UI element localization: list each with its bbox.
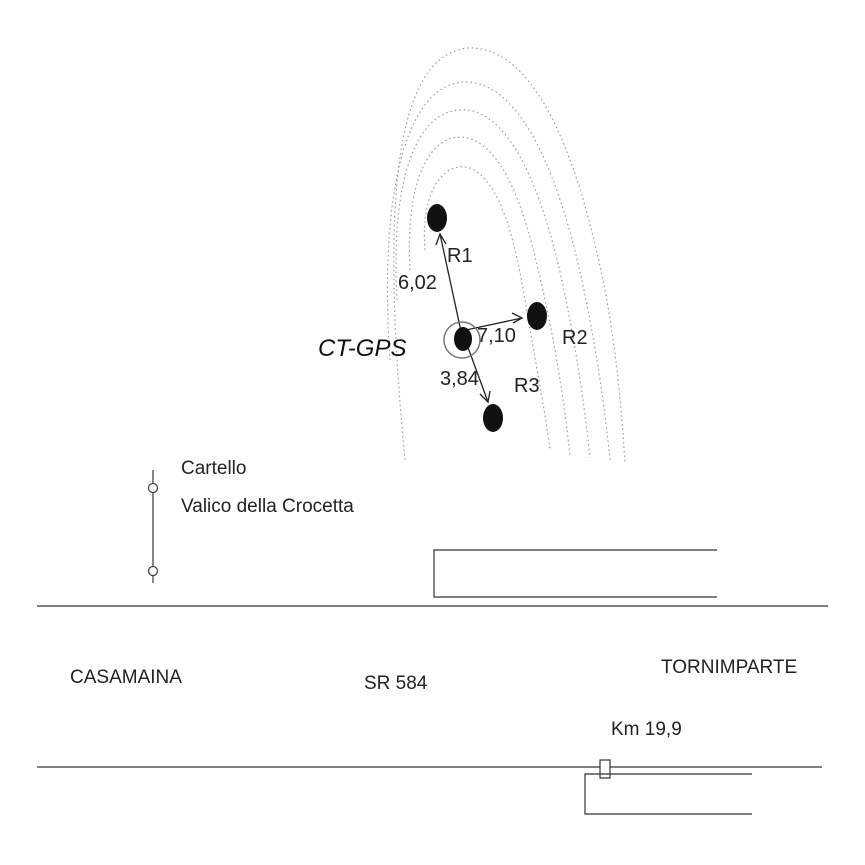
contour-line-2 [408,136,571,456]
ct-gps-point [454,327,472,351]
km-marker-label: Km 19,9 [611,719,682,740]
arrowhead-r2 [511,312,524,324]
arrowhead-r3 [479,390,491,404]
town-label-casamaina: CASAMAINA [70,667,182,688]
sign-post-top-marker [147,482,159,494]
roadside-bay-upper [433,549,717,598]
contour-line-3 [395,109,591,459]
arrow-to-r1 [439,233,463,337]
ct-gps-ring [443,321,481,359]
arrow-to-r3 [465,341,489,403]
r2-distance-label: 7,10 [477,325,516,347]
sign-label-line-1: Cartello [181,458,246,479]
r1-point [427,204,447,232]
contour-line-1 [423,166,551,451]
contour-lines [386,47,626,463]
road-name-label: SR 584 [364,673,428,694]
r2-label: R2 [562,327,588,349]
sign-label-line-2: Valico della Crocetta [181,496,354,517]
r3-point [483,404,503,432]
km-marker-post [599,759,611,779]
r3-distance-label: 3,84 [440,368,479,390]
sign-post [147,470,159,583]
contour-line-5 [393,47,626,463]
contour-line-4 [386,81,611,461]
ct-gps-label: CT-GPS [318,335,406,362]
sign-post-bottom-marker [147,565,159,577]
town-label-tornimparte: TORNIMPARTE [661,657,797,678]
arrowhead-r1 [435,232,447,246]
r1-distance-label: 6,02 [398,272,437,294]
r3-label: R3 [514,375,540,397]
r2-point [527,302,547,330]
r1-label: R1 [447,245,473,267]
roadside-bay-lower [584,773,752,815]
